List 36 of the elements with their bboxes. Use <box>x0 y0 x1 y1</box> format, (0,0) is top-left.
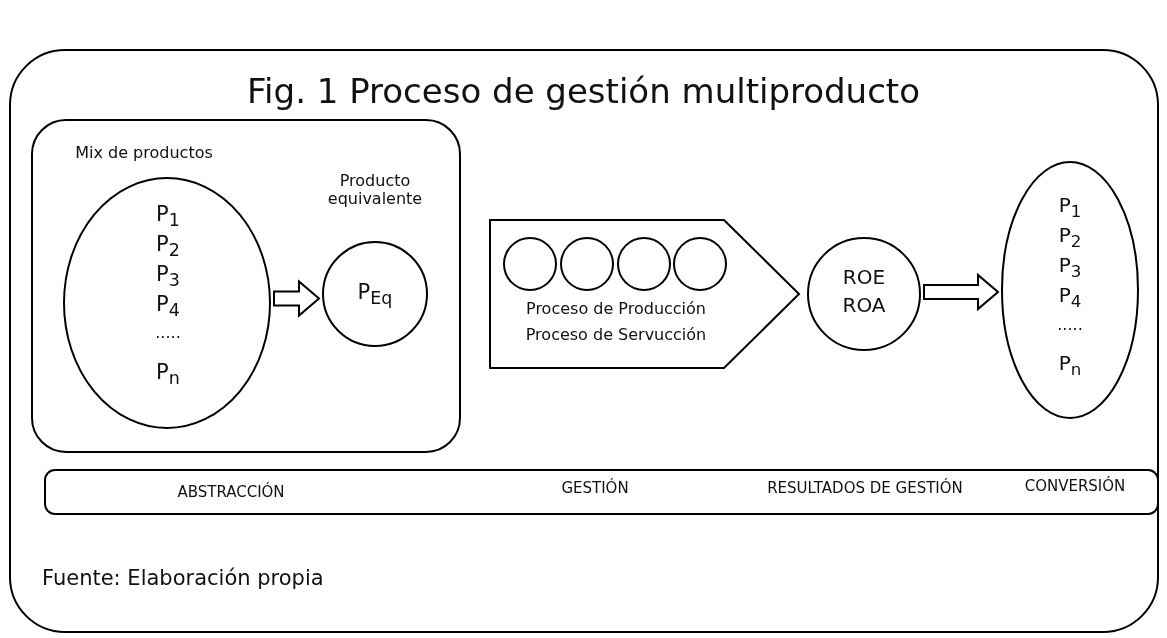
process-circle <box>561 238 613 290</box>
product-ellipse <box>1002 162 1138 418</box>
product-label: P$_{1}$ <box>155 202 181 231</box>
product-label: P$_{Eq}$ <box>356 280 394 309</box>
process-label: Proceso de Servucción <box>524 326 708 345</box>
ratio-label: ROE <box>841 266 887 289</box>
ratio-circle <box>808 238 920 350</box>
product-label: P$_{2}$ <box>1057 224 1083 252</box>
diagram-title: Fig. 1 Proceso de gestión multiproducto <box>246 72 921 112</box>
ellipsis: ..... <box>1056 316 1084 335</box>
product-label: P$_{4}$ <box>155 292 181 321</box>
ellipse-heading: Mix de productos <box>74 144 214 163</box>
process-label: Proceso de Producción <box>525 300 707 319</box>
process-circle <box>674 238 726 290</box>
block-arrow <box>923 272 1000 312</box>
source-note: Fuente: Elaboración propia <box>42 566 324 591</box>
circle-heading: Producto equivalente <box>326 172 424 209</box>
stage-label: GESTIÓN <box>560 480 630 498</box>
product-label: P$_{3}$ <box>155 262 181 291</box>
ellipsis: ..... <box>154 324 182 343</box>
stage-band <box>45 470 1158 514</box>
ratio-label: ROA <box>841 294 887 317</box>
product-label: P$_{n}$ <box>155 360 181 389</box>
stage-label: ABSTRACCIÓN <box>176 484 286 502</box>
process-circle <box>504 238 556 290</box>
product-label: P$_{1}$ <box>1057 194 1083 222</box>
product-label: P$_{2}$ <box>155 232 181 261</box>
product-label: P$_{3}$ <box>1057 254 1083 282</box>
stage-label: RESULTADOS DE GESTIÓN <box>766 480 964 498</box>
stage-label: CONVERSIÓN <box>1023 478 1127 496</box>
group-box <box>32 120 460 452</box>
process-pentagon <box>490 220 799 368</box>
block-arrow <box>273 279 321 318</box>
process-circle <box>618 238 670 290</box>
product-label: P$_{4}$ <box>1057 284 1083 312</box>
product-label: P$_{n}$ <box>1057 352 1083 380</box>
